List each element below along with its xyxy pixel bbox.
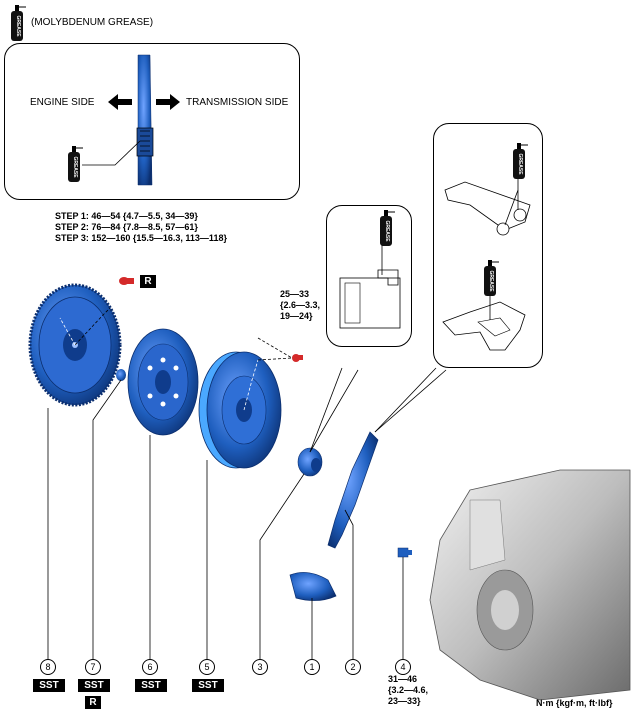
input-shaft-inset (82, 54, 154, 186)
torque-units-label: N·m {kgf·m, ft·lbf} (536, 698, 613, 708)
pivot-torque-line-1: 31—46 (388, 674, 418, 684)
part-number-2: 2 (345, 659, 361, 675)
leader-7 (92, 379, 122, 660)
flywheel-bolt-replace-mark: R (140, 275, 156, 288)
replace-tag-7: R (85, 696, 101, 709)
torque-step-2: STEP 2: 76—84 {7.8—8.5, 57—61} (55, 222, 198, 232)
release-bearing (297, 447, 323, 477)
cover-torque-line-3: 19—24} (280, 311, 313, 321)
pivot-torque-spec: 31—46 {3.2—4.6, 23—33} (388, 674, 428, 707)
fork-callout-line-2 (374, 369, 447, 433)
bearing-inset-drawing (339, 245, 401, 329)
part-number-5: 5 (199, 659, 215, 675)
fork-callout-line (374, 367, 437, 433)
part-number-4: 4 (395, 659, 411, 675)
torque-step-1: STEP 1: 46—54 {4.7—5.5, 34—39} (55, 211, 198, 221)
fork-inset-drawing (442, 172, 531, 351)
cover-bolt-torque-spec: 25—33 {2.6—3.3, 19—24} (280, 289, 320, 322)
clutch-cover-bolt (292, 354, 303, 362)
part-number-8: 8 (40, 659, 56, 675)
part-number-6: 6 (142, 659, 158, 675)
grease-can-legend-icon (10, 4, 27, 42)
engine-side-arrow (108, 94, 132, 110)
transmission-side-arrow (156, 94, 180, 110)
clutch-cover (198, 351, 282, 469)
cover-bolt-leader (257, 357, 293, 361)
pilot-bearing (116, 369, 126, 381)
cover-torque-line-2: {2.6—3.3, (280, 300, 321, 310)
release-fork (327, 431, 379, 549)
part-number-3: 3 (252, 659, 268, 675)
bearing-inset-panel (326, 205, 412, 347)
release-fork-boot (289, 572, 337, 601)
part-number-1: 1 (304, 659, 320, 675)
fork-inset-panel (433, 123, 543, 368)
sst-tag-6: SST (135, 679, 167, 692)
clutch-disc (127, 328, 199, 436)
flywheel-bolt-leader (74, 307, 111, 346)
leader-3 (259, 473, 305, 660)
flywheel-bolt (119, 277, 134, 285)
engine-side-label: ENGINE SIDE (30, 97, 95, 108)
cover-torque-line-1: 25—33 (280, 289, 310, 299)
transmission-side-label: TRANSMISSION SIDE (186, 97, 289, 108)
sst-tag-7: SST (78, 679, 110, 692)
pivot-torque-line-3: 23—33} (388, 696, 421, 706)
transmission-housing (429, 469, 631, 701)
cover-centerline (243, 359, 259, 411)
cover-bolt-leader-2 (257, 337, 293, 359)
pivot-torque-line-2: {3.2—4.6, (388, 685, 429, 695)
leader-2 (344, 509, 354, 660)
bearing-callout-line (309, 369, 359, 453)
sst-tag-8: SST (33, 679, 65, 692)
shaft-inset-panel (4, 43, 300, 200)
flywheel-centerline (59, 317, 76, 346)
grease-legend-label: (MOLYBDENUM GREASE) (31, 17, 154, 28)
bearing-callout-line-2 (309, 367, 343, 453)
sst-tag-5: SST (192, 679, 224, 692)
torque-step-3: STEP 3: 152—160 {15.5—16.3, 113—118} (55, 233, 227, 243)
flywheel-torque-spec: STEP 1: 46—54 {4.7—5.5, 34—39} STEP 2: 7… (55, 211, 227, 244)
part-number-7: 7 (85, 659, 101, 675)
pivot-pin (397, 547, 412, 558)
